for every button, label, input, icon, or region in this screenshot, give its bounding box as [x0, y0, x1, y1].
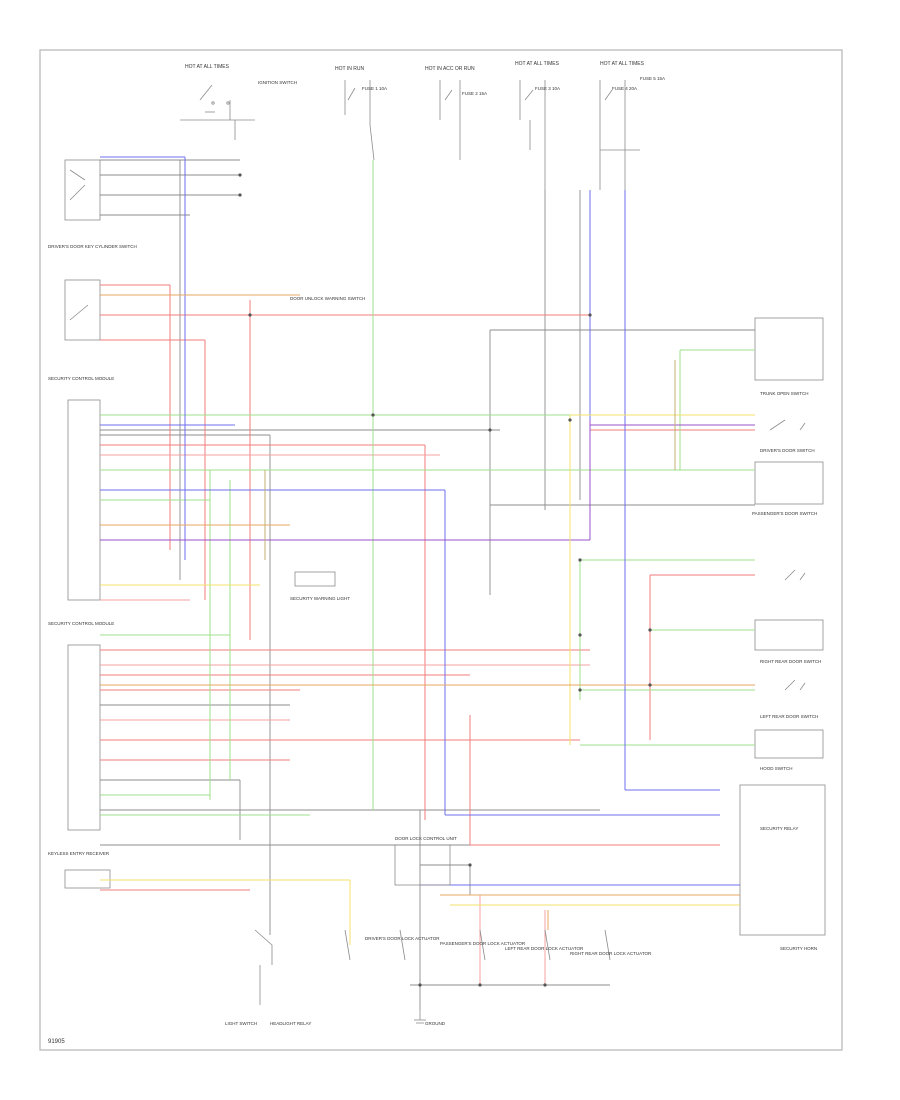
diagram-border	[39, 49, 843, 1051]
label-hot-1: HOT AT ALL TIMES	[185, 64, 230, 70]
label-actuator-rear-right: RIGHT REAR DOOR LOCK ACTUATOR	[570, 951, 652, 956]
wires-yellow	[100, 414, 755, 945]
wires-purple	[100, 420, 755, 541]
door-lock-control-unit-box	[394, 844, 451, 886]
right-labels: TRUNK OPEN SWITCH DRIVER'S DOOR SWITCH P…	[752, 391, 821, 951]
label-rear-left-switch: LEFT REAR DOOR SWITCH	[760, 714, 818, 719]
bottom-labels: DRIVER'S DOOR LOCK ACTUATOR PASSENGER'S …	[225, 836, 652, 1026]
rear-left-switch-box	[754, 729, 824, 759]
label-warning-light: SECURITY WARNING LIGHT	[290, 596, 350, 601]
label-ignition: IGNITION SWITCH	[258, 80, 297, 85]
label-key-cylinder: DRIVER'S DOOR KEY CYLINDER SWITCH	[48, 244, 137, 249]
label-hot-3: HOT IN ACC OR RUN	[425, 66, 475, 72]
label-security-module-2: SECURITY CONTROL MODULE	[48, 621, 114, 626]
label-actuator-rear-left: LEFT REAR DOOR LOCK ACTUATOR	[505, 946, 584, 951]
label-horn: SECURITY HORN	[780, 946, 817, 951]
wires-olive	[264, 360, 676, 560]
top-labels: HOT AT ALL TIMES HOT IN RUN HOT IN ACC O…	[185, 61, 665, 96]
label-fuse-2: FUSE 2 15A	[462, 91, 487, 96]
warning-light-box	[294, 571, 336, 587]
security-module-box	[67, 399, 101, 601]
label-hood-switch: HOOD SWITCH	[760, 766, 793, 771]
label-fuse-3: FUSE 3 10A	[535, 86, 560, 91]
fuse-block-2	[439, 80, 461, 160]
label-security-module: SECURITY CONTROL MODULE	[48, 376, 114, 381]
label-fuse-5: FUSE 5 15A	[640, 76, 665, 81]
splice-points	[238, 173, 652, 987]
left-labels: DRIVER'S DOOR KEY CYLINDER SWITCH DOOR U…	[48, 244, 365, 856]
fuse-block-3	[519, 80, 546, 190]
label-actuator-passenger: PASSENGER'S DOOR LOCK ACTUATOR	[440, 941, 526, 946]
label-fuse-1: FUSE 1 10A	[362, 86, 387, 91]
rear-right-switch-box	[754, 619, 824, 651]
label-hot-2: HOT IN RUN	[335, 66, 364, 72]
label-light-switch: LIGHT SWITCH	[225, 1021, 257, 1026]
label-passenger-door-switch: PASSENGER'S DOOR SWITCH	[752, 511, 817, 516]
figure-code: 91905	[48, 1039, 65, 1045]
label-ground: GROUND	[425, 1021, 446, 1026]
fuse-block-1	[344, 80, 375, 161]
label-hot-4: HOT AT ALL TIMES	[515, 61, 560, 67]
top-power-section	[180, 80, 640, 190]
label-actuator-driver: DRIVER'S DOOR LOCK ACTUATOR	[365, 936, 440, 941]
wires-green	[100, 160, 755, 816]
label-hot-5: HOT AT ALL TIMES	[600, 61, 645, 67]
trunk-switch-box	[754, 317, 824, 381]
label-relay: SECURITY RELAY	[760, 826, 798, 831]
relay-box	[739, 784, 826, 936]
keyless-receiver-box	[64, 869, 111, 889]
label-door-lock-control-unit: DOOR LOCK CONTROL UNIT	[395, 836, 457, 841]
bottom-components	[254, 844, 611, 1024]
wires-orange	[100, 294, 755, 930]
fuse-block-4	[599, 80, 640, 190]
label-headlight-relay: HEADLIGHT RELAY	[270, 1021, 311, 1026]
label-unlock-warning: DOOR UNLOCK WARNING SWITCH	[290, 296, 365, 301]
ignition-switch	[180, 84, 255, 140]
label-trunk-switch: TRUNK OPEN SWITCH	[760, 391, 809, 396]
left-components	[64, 159, 336, 889]
label-driver-door-switch: DRIVER'S DOOR SWITCH	[760, 448, 815, 453]
unlock-warning-switch-box	[64, 279, 101, 341]
security-module-2-box	[67, 644, 101, 831]
label-keyless: KEYLESS ENTRY RECEIVER	[48, 851, 110, 856]
wires-red	[100, 284, 755, 891]
key-cylinder-switch-box	[64, 159, 101, 221]
driver-door-switch-box	[754, 461, 824, 505]
label-fuse-4: FUSE 4 20A	[612, 86, 637, 91]
right-components	[739, 317, 826, 936]
label-rear-right-switch: RIGHT REAR DOOR SWITCH	[760, 659, 821, 664]
wires-blue	[100, 156, 740, 886]
